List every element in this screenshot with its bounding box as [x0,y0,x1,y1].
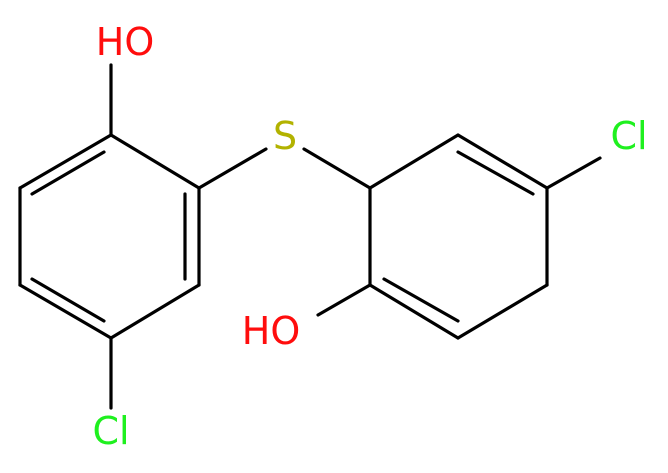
bond [368,133,460,190]
bond [456,283,549,340]
bond [456,133,549,190]
bond [382,277,460,323]
bond [316,283,372,317]
atom-label-chlorine-bottom: Cl [92,409,129,453]
bonds [18,63,602,410]
bond [368,283,460,340]
bond [197,147,268,190]
bond [109,283,201,340]
bond [109,133,201,190]
atom-label-hydroxyl-bottom: HO [242,309,300,353]
atom-label-chlorine-right: Cl [610,114,647,158]
bond [18,283,113,340]
bond [30,277,106,323]
bond [302,147,372,190]
bond [30,150,106,196]
atom-label-hydroxyl-top: HO [96,20,154,64]
atom-labels: HO S Cl HO Cl [92,20,647,453]
bond [18,133,113,190]
atom-label-sulfur: S [273,114,297,158]
bond [456,150,535,196]
bond [545,156,602,190]
